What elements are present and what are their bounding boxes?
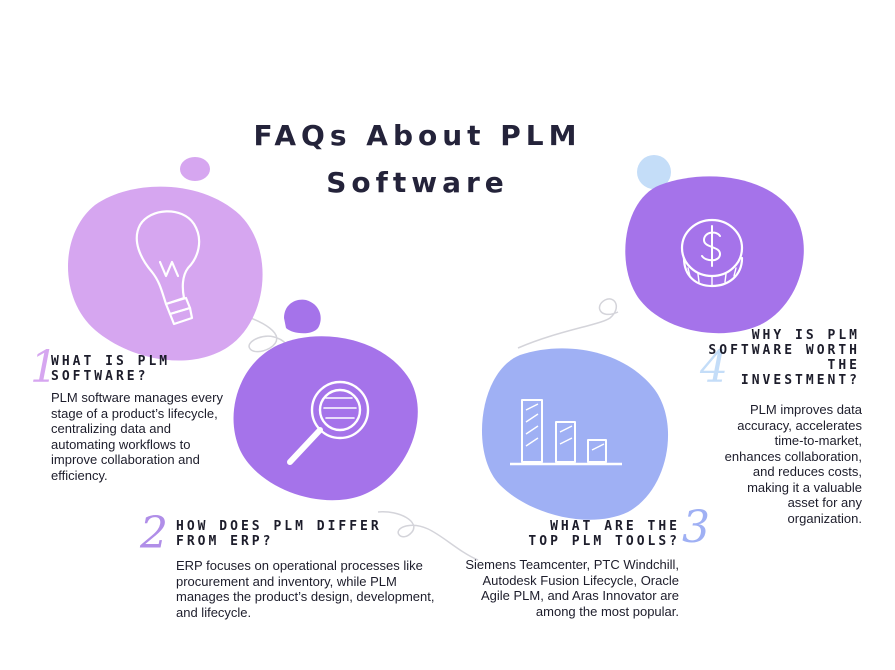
faq-3-question: What are the top PLM tools? <box>470 519 680 549</box>
faq-1-question-line2: Software? <box>51 369 149 384</box>
faq-1-number: 1 <box>30 342 58 393</box>
light-bulb-icon <box>135 210 201 326</box>
faq-4-question-line1: Why is PLM <box>751 328 860 343</box>
faq-4-question-line2: software worth the <box>708 343 860 373</box>
decor-dot-lightblue <box>637 155 671 189</box>
faq-2-number: 2 <box>140 508 168 559</box>
page-title: FAQs About PLM Software <box>0 112 835 206</box>
faq-3-question-line2: top PLM tools? <box>528 534 680 549</box>
decor-dot-purple <box>284 299 321 334</box>
faq-3-question-line1: What are the <box>550 519 680 534</box>
faq-2-answer: ERP focuses on operational processes lik… <box>176 558 435 620</box>
faq-1-answer: PLM software manages every stage of a pr… <box>51 390 223 483</box>
page-title-line1: FAQs About PLM <box>253 119 582 152</box>
faq-4-number: 4 <box>700 342 728 393</box>
connector-line-3 <box>517 298 619 349</box>
bar-chart-icon <box>510 399 622 466</box>
magnifying-glass-icon <box>287 380 370 465</box>
blob-purple-right <box>625 176 804 334</box>
page-title-line2: Software <box>326 166 509 199</box>
faq-3-answer: Siemens Teamcenter, PTC Windchill, Autod… <box>465 557 679 619</box>
faq-4-answer: PLM improves data accuracy, accelerates … <box>724 402 862 526</box>
faq-4-question-line3: investment? <box>740 373 860 388</box>
faq-1-question-line1: What is PLM <box>51 354 171 369</box>
decor-dot-lilac <box>180 157 210 181</box>
faq-2-question: How does PLM differ from ERP? <box>176 519 382 549</box>
faq-1-question: What is PLM Software? <box>51 354 170 384</box>
faq-2-question-line1: How does PLM differ <box>176 519 382 534</box>
faq-3-number: 3 <box>682 502 710 553</box>
faq-4-question: Why is PLM software worth the investment… <box>700 328 860 388</box>
connector-line-2 <box>377 511 479 561</box>
dollar-coin-icon <box>680 218 744 288</box>
faq-2-question-line2: from ERP? <box>176 534 274 549</box>
